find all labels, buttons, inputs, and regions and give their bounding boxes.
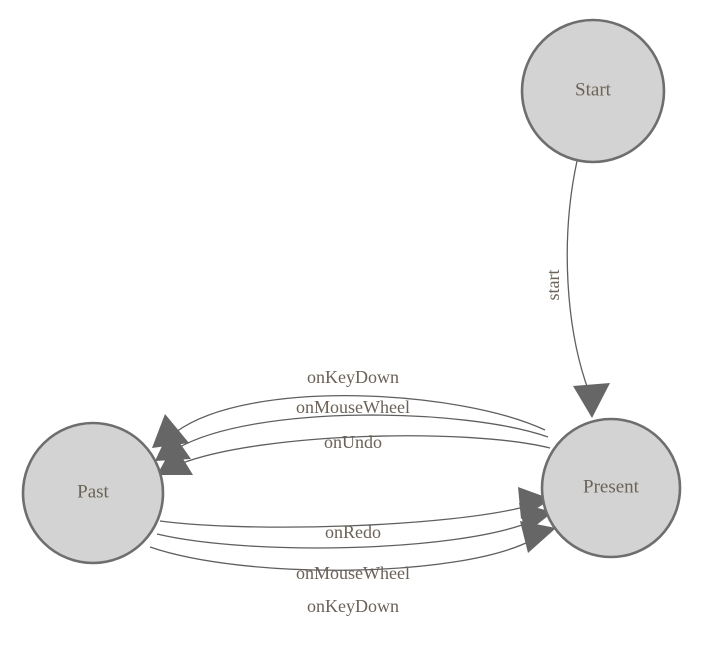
edge-path-onkeydown-dn <box>149 539 533 571</box>
edge-path-onmousewheel-up <box>177 414 549 449</box>
node-past-circle <box>21 421 165 565</box>
arrowhead-onmousewheel-into-past <box>155 429 191 461</box>
edge-past-to-present-onkeydown[interactable] <box>149 521 556 571</box>
edge-start-to-present[interactable] <box>566 160 610 418</box>
edge-label-onredo: onRedo <box>325 522 381 542</box>
edge-path-onmousewheel-dn <box>156 521 531 549</box>
node-present[interactable]: Present <box>540 417 682 559</box>
edge-label-onkeydown-up: onKeyDown <box>307 367 399 387</box>
edge-path-start <box>566 160 590 393</box>
node-start-label: Start <box>575 79 612 100</box>
edge-path-onkeydown-up <box>175 395 546 433</box>
arrowhead-onundo-into-past <box>157 444 193 475</box>
node-start[interactable]: Start <box>520 18 666 164</box>
arrowhead-start-into-present <box>573 383 610 418</box>
node-present-circle <box>540 417 682 559</box>
edge-label-onundo: onUndo <box>324 432 382 452</box>
edge-label-onkeydown-dn: onKeyDown <box>307 596 399 616</box>
edge-label-onmousewheel-dn: onMouseWheel <box>296 563 410 583</box>
edge-path-onredo <box>159 505 529 528</box>
edge-present-to-past-onmousewheel[interactable] <box>155 414 549 461</box>
arrowhead-onkeydown-into-present <box>520 521 556 553</box>
node-past[interactable]: Past <box>21 421 165 565</box>
edge-present-to-past-onundo[interactable] <box>157 435 551 475</box>
edge-label-start: start <box>543 270 563 301</box>
edge-label-onmousewheel-up: onMouseWheel <box>296 397 410 417</box>
edge-path-onundo <box>179 435 551 465</box>
node-start-circle <box>520 18 666 164</box>
node-past-label: Past <box>77 481 109 502</box>
node-present-label: Present <box>583 476 640 497</box>
